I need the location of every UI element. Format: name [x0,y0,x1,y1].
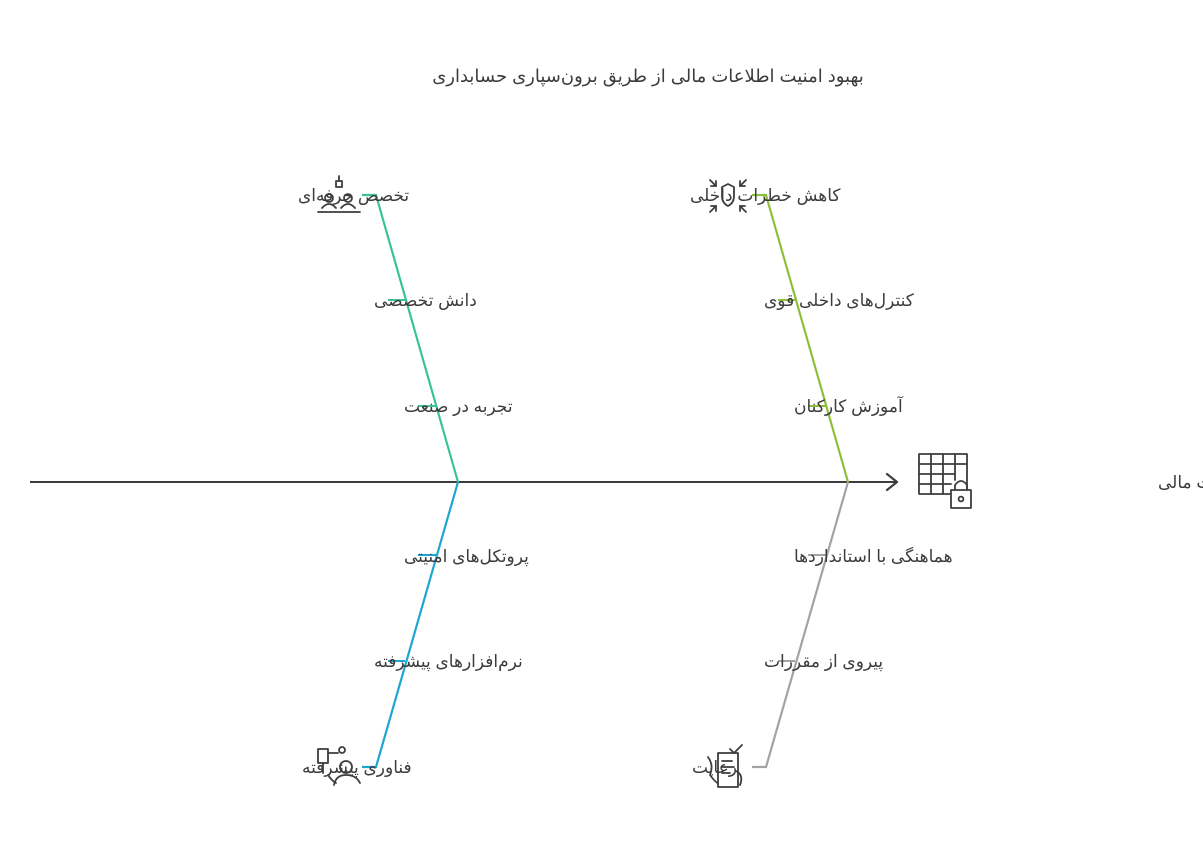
effect-head: امنیت اطلاعات مالی [918,453,1203,509]
cause-label: نرم‌افزارهای پیشرفته [374,652,523,672]
effect-label: امنیت اطلاعات مالی [1158,473,1203,492]
cause-label: تجربه در صنعت [404,397,513,416]
spine-arrowhead [885,472,899,492]
category-label: تخصص حرفه‌ای [298,186,409,205]
bone-line [752,481,850,769]
cause-label: آموزش کارکنان [794,395,904,416]
bone-compliance: هماهنگی با استانداردها پیروی از مقررات ر… [692,481,953,788]
bone-professional-expertise: تخصص حرفه‌ای دانش تخصصی تجربه در صنعت [298,175,513,483]
cause-label: دانش تخصصی [374,291,477,310]
cause-label: هماهنگی با استانداردها [794,546,953,566]
shield-shrink-icon [709,179,747,213]
bone-line [362,193,460,483]
cause-label: کنترل‌های داخلی قوی [764,291,915,310]
diagram-title: بهبود امنیت اطلاعات مالی از طریق برون‌سپ… [432,66,864,87]
category-label: فناوری پیشرفته [302,758,412,778]
category-label: کاهش خطرات داخلی [690,186,841,205]
bone-line [362,481,460,769]
bone-advanced-technology: پروتکل‌های امنیتی نرم‌افزارهای پیشرفته ف… [302,481,529,786]
cause-label: پروتکل‌های امنیتی [404,547,529,567]
compliance-doc-icon [707,744,743,788]
tech-user-icon [317,746,361,786]
bone-line [752,193,850,483]
table-lock-icon [918,453,972,509]
bone-reduce-internal-risk: کاهش خطرات داخلی کنترل‌های داخلی قوی آمو… [690,179,915,483]
cause-label: پیروی از مقررات [764,652,883,672]
expert-team-icon [317,175,361,213]
